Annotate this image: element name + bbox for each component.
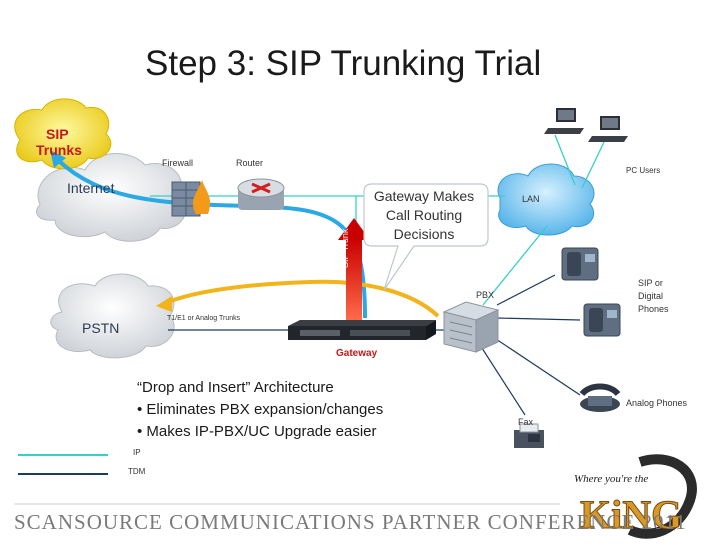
firewall-label: Firewall <box>162 158 194 168</box>
gateway-appliance <box>288 320 436 340</box>
notes-bullet: • Eliminates PBX expansion/changes <box>137 401 384 418</box>
sip-phones-label-line2: Digital <box>638 291 664 301</box>
sip-trunk-red-arrow <box>338 218 370 320</box>
sip-trunk-label: SIP Trunk <box>340 228 350 268</box>
sip-trunks-label-line1: SIP <box>46 126 69 142</box>
lan-cloud <box>497 163 595 236</box>
sip-trunks-label-line2: Trunks <box>36 142 82 158</box>
architecture-notes: “Drop and Insert” Architecture • Elimina… <box>137 377 383 443</box>
tdm-links <box>168 274 581 416</box>
conference-footer: SCANSOURCE COMMUNICATIONS PARTNER CONFER… <box>14 510 687 534</box>
firewall-icon <box>171 180 211 217</box>
pstn-cloud <box>50 273 175 359</box>
gateway-label: Gateway <box>336 348 378 359</box>
callout-line: Decisions <box>393 226 455 242</box>
slide-title: Step 3: SIP Trunking Trial <box>145 44 542 83</box>
callout-line: Gateway Makes <box>373 188 475 204</box>
callout-text: Gateway Makes Call Routing Decisions <box>368 187 480 244</box>
sip-phones-label-line3: Phones <box>638 304 669 314</box>
pstn-label: PSTN <box>82 320 120 336</box>
sip-phone-icon <box>561 247 599 281</box>
notes-heading: “Drop and Insert” Architecture <box>137 379 334 396</box>
conference-logo: Where you're the KiNG <box>574 454 697 539</box>
fax-icon <box>514 423 544 448</box>
analog-phone-icon <box>579 383 621 412</box>
callout-line: Call Routing <box>385 207 463 223</box>
internet-label: Internet <box>67 180 115 196</box>
t1e1-label: T1/E1 or Analog Trunks <box>167 315 241 322</box>
fax-label: Fax <box>518 417 534 427</box>
notes-bullet: • Makes IP-PBX/UC Upgrade easier <box>137 423 377 440</box>
pc-users-label: PC Users <box>626 166 661 175</box>
analog-phones-label: Analog Phones <box>626 398 688 408</box>
pstn-yellow-arrow <box>156 279 440 318</box>
pc-icon <box>588 116 628 142</box>
router-label: Router <box>236 158 264 168</box>
router-icon <box>237 178 285 210</box>
legend-tdm-label: TDM <box>128 467 146 476</box>
pbx-icon <box>442 301 500 353</box>
sip-trunks-cloud <box>14 98 112 170</box>
callout-bubble <box>363 183 489 291</box>
pc-icon <box>544 108 584 134</box>
pbx-label: PBX <box>476 290 495 300</box>
lan-label: LAN <box>522 194 540 204</box>
legend-ip-label: IP <box>133 448 141 457</box>
logo-king: KiNG <box>580 492 682 537</box>
sip-phone-icon <box>583 303 621 337</box>
logo-tagline: Where you're the <box>574 473 648 485</box>
sip-phones-label-line1: SIP or <box>638 278 663 288</box>
